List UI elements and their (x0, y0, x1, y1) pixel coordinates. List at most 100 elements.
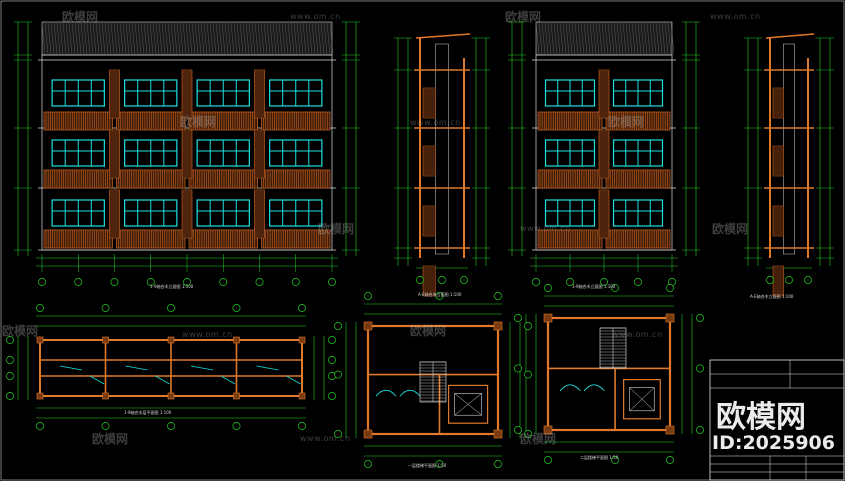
balcony-rail (116, 111, 186, 131)
roof-hatch (634, 22, 639, 55)
roof-hatch (131, 22, 136, 55)
roof-hatch (305, 22, 310, 55)
roof-hatch (287, 22, 292, 55)
grid-marker (524, 370, 532, 379)
balcony-rail (188, 169, 258, 189)
watermark-brand: 欧模网 (62, 10, 99, 24)
roof-hatch (173, 22, 178, 55)
door-swing (256, 365, 279, 371)
grid-marker (766, 276, 774, 284)
stair-plan-outline (366, 324, 500, 436)
grid-marker (438, 276, 446, 284)
side-elevation-2-caption: A-E轴合木立面图 1:100 (750, 294, 794, 299)
side-balcony (772, 205, 784, 237)
grid-marker (36, 422, 44, 430)
grid-marker (334, 430, 342, 438)
roof-hatch (170, 22, 175, 55)
roof-hatch (314, 22, 319, 55)
watermark-brand: 欧模网 (505, 10, 542, 24)
balcony-rail (43, 169, 113, 189)
door-swing (190, 365, 214, 371)
grid-marker (494, 292, 502, 300)
balcony-rail (605, 169, 671, 189)
grid-marker (38, 278, 46, 286)
roof-hatch (329, 22, 334, 55)
grid-marker (255, 278, 264, 286)
grid-marker (544, 456, 552, 464)
door-swing (286, 375, 301, 385)
roof-hatch (598, 22, 603, 55)
watermark-url: www.om.cn (182, 330, 233, 339)
grid-marker (785, 276, 793, 284)
grid-marker (416, 276, 424, 284)
roof-hatch (176, 22, 181, 55)
roof-hatch (155, 22, 160, 55)
roof-hatch (83, 22, 88, 55)
balcony-rail (261, 169, 331, 189)
door-swing (155, 375, 170, 385)
roof-hatch (655, 22, 660, 55)
roof-hatch (128, 22, 133, 55)
grid-marker (804, 276, 812, 284)
stair-plan-outline (546, 316, 672, 432)
elevator-shaft (448, 384, 489, 424)
elevator-car (454, 393, 482, 416)
roof-hatch (544, 22, 549, 55)
side-balcony (772, 265, 784, 297)
roof-hatch (254, 22, 259, 55)
roof-hatch (565, 22, 570, 55)
elevator-shaft (623, 379, 661, 420)
roof-hatch (649, 22, 654, 55)
door-swing (375, 389, 397, 397)
roof-hatch (188, 22, 193, 55)
grid-marker (460, 276, 468, 284)
grid-marker (611, 456, 620, 464)
roof-hatch (125, 22, 130, 55)
roof-hatch (311, 22, 316, 55)
watermark-brand: 欧模网 (608, 115, 645, 129)
roof-hatch (209, 22, 214, 55)
roof-hatch (637, 22, 642, 55)
roof-hatch (44, 22, 49, 55)
roof-hatch (607, 22, 612, 55)
balcony-rail (43, 229, 113, 249)
grid-marker (291, 278, 300, 286)
balcony-rail (261, 111, 331, 131)
roof-hatch (89, 22, 94, 55)
roof-hatch (107, 22, 112, 55)
roof-hatch (571, 22, 576, 55)
roof-hatch (41, 22, 46, 55)
roof-hatch (661, 22, 666, 55)
plan-column (167, 392, 175, 400)
roof-hatch (574, 22, 579, 55)
roof-hatch (317, 22, 322, 55)
roof-hatch (158, 22, 163, 55)
roof-hatch (278, 22, 283, 55)
plan-column (36, 392, 44, 400)
roof-hatch (299, 22, 304, 55)
roof-hatch (134, 22, 139, 55)
roof-hatch (272, 22, 277, 55)
roof-hatch (53, 22, 58, 55)
grid-marker (666, 284, 674, 292)
watermark-brand: 欧模网 (712, 222, 749, 236)
grid-marker (514, 314, 522, 322)
roof-hatch (194, 22, 199, 55)
grid-marker (298, 422, 306, 430)
roof-hatch (535, 22, 540, 55)
roof-hatch (137, 22, 142, 55)
grid-marker (334, 322, 342, 330)
elevation-1-caption: 1-9轴合木立面图 1:100 (150, 284, 194, 289)
roof-hatch (302, 22, 307, 55)
plan-column (102, 392, 109, 400)
roof-hatch (619, 22, 624, 55)
grid-marker (696, 426, 704, 434)
roof-hatch (577, 22, 582, 55)
grid-marker (364, 292, 372, 300)
roof-hatch (667, 22, 672, 55)
roof-hatch (80, 22, 85, 55)
stair-plan-column (493, 321, 503, 331)
watermark-id: ID:2025906 (712, 432, 835, 454)
side-balcony (422, 205, 436, 237)
